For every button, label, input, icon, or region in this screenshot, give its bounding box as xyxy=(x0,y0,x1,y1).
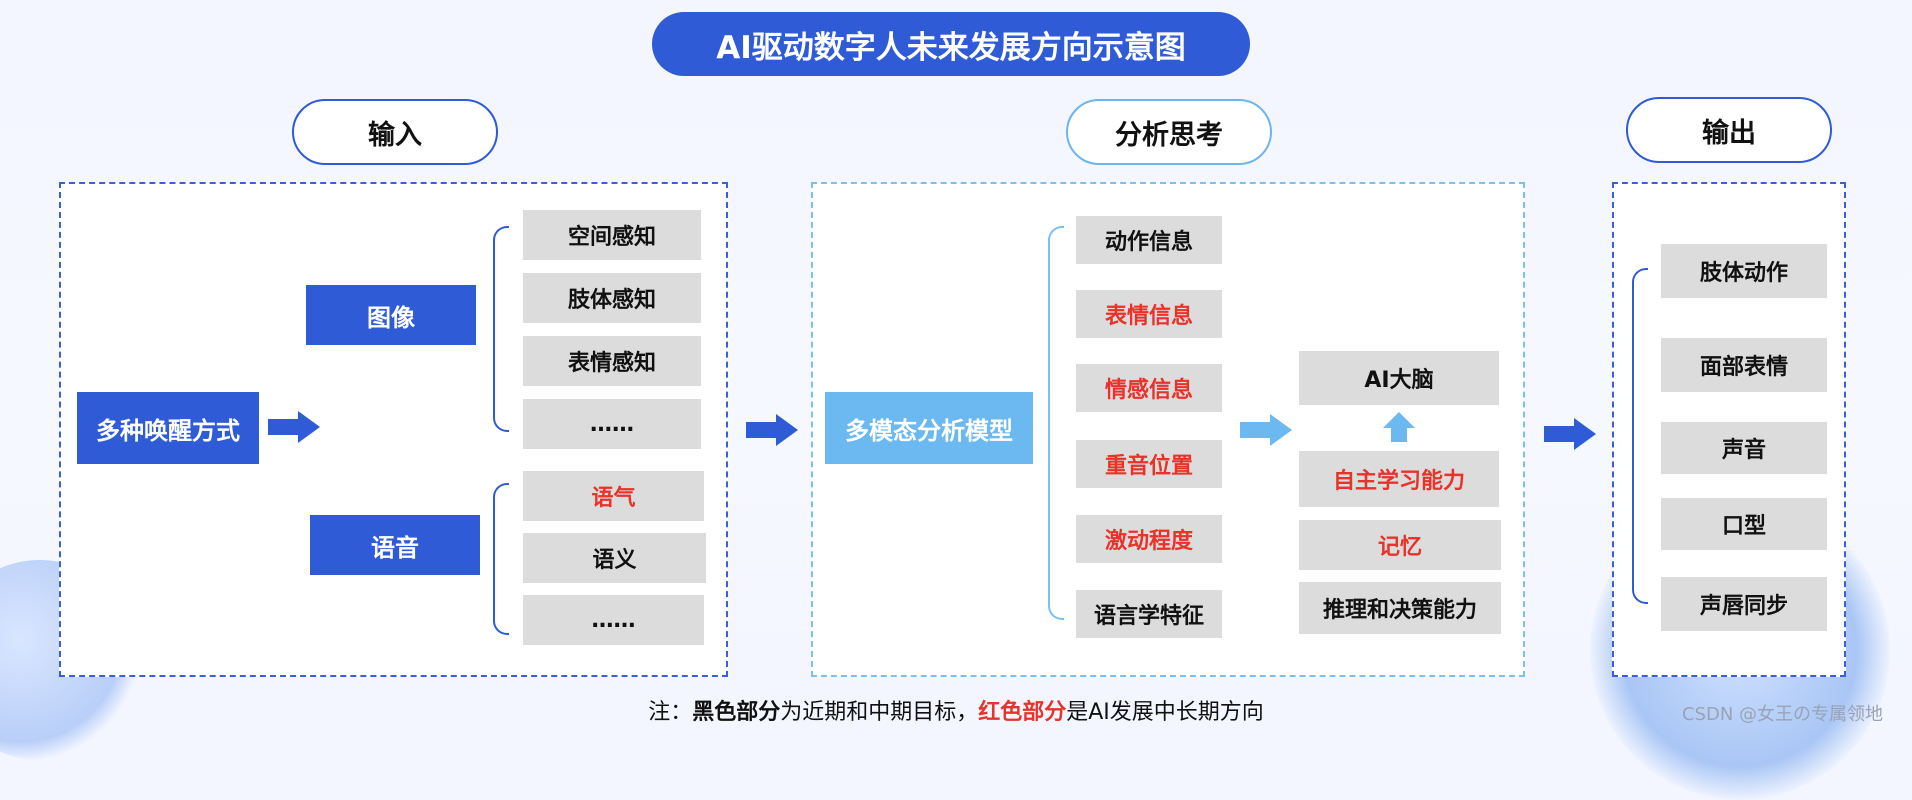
ability-item: 记忆 xyxy=(1299,520,1501,570)
header-input: 输入 xyxy=(292,99,498,165)
ability-item: 自主学习能力 xyxy=(1299,451,1499,507)
analysis-item: 表情信息 xyxy=(1076,290,1222,338)
arrow-right-icon xyxy=(1240,414,1292,446)
image-item: 肢体感知 xyxy=(523,273,701,323)
arrow-right-icon xyxy=(746,414,798,446)
arrow-up-icon xyxy=(1383,412,1415,442)
image-item: 表情感知 xyxy=(523,336,701,386)
voice-item: 语气 xyxy=(523,471,704,521)
watermark: CSDN @女王の专属领地 xyxy=(1682,704,1884,725)
output-bracket xyxy=(1632,268,1648,604)
footnote-mid: 为近期和中期目标， xyxy=(780,700,979,725)
image-bracket xyxy=(493,226,509,432)
footnote: 注：黑色部分为近期和中期目标，红色部分是AI发展中长期方向 xyxy=(0,694,1912,726)
voice-category: 语音 xyxy=(310,515,480,575)
analysis-item: 动作信息 xyxy=(1076,216,1222,264)
image-item: …… xyxy=(523,399,701,449)
footnote-black-label: 黑色部分 xyxy=(692,700,781,725)
output-item: 面部表情 xyxy=(1661,338,1827,392)
analysis-item: 重音位置 xyxy=(1076,440,1222,488)
arrow-right-icon xyxy=(268,411,320,443)
image-item: 空间感知 xyxy=(523,210,701,260)
analysis-item: 语言学特征 xyxy=(1076,590,1222,638)
page-title: AI驱动数字人未来发展方向示意图 xyxy=(652,12,1250,76)
footnote-suffix: 是AI发展中长期方向 xyxy=(1066,700,1264,725)
footnote-red-label: 红色部分 xyxy=(978,700,1067,725)
arrow-right-icon xyxy=(1544,418,1596,450)
output-item: 肢体动作 xyxy=(1661,244,1827,298)
ai-brain-box: AI大脑 xyxy=(1299,351,1499,405)
voice-bracket xyxy=(493,483,509,635)
voice-item: 语义 xyxy=(523,533,706,583)
header-think: 分析思考 xyxy=(1066,99,1272,165)
ability-item: 推理和决策能力 xyxy=(1299,582,1501,634)
output-item: 声唇同步 xyxy=(1661,577,1827,631)
analysis-item: 情感信息 xyxy=(1076,364,1222,412)
output-item: 声音 xyxy=(1661,422,1827,474)
output-item: 口型 xyxy=(1661,498,1827,550)
analysis-item: 激动程度 xyxy=(1076,515,1222,563)
footnote-prefix: 注： xyxy=(648,700,693,725)
wake-methods-box: 多种唤醒方式 xyxy=(77,392,259,464)
think-bracket xyxy=(1048,226,1064,620)
image-category: 图像 xyxy=(306,285,476,345)
multimodal-model-box: 多模态分析模型 xyxy=(825,392,1033,464)
header-output: 输出 xyxy=(1626,97,1832,163)
voice-item: …… xyxy=(523,595,704,645)
